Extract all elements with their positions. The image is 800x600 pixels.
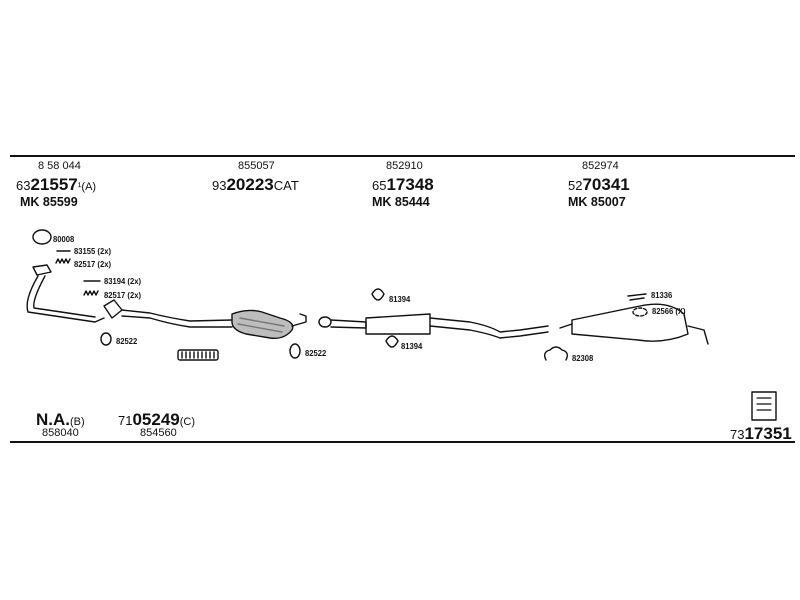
front-pipe (26, 275, 105, 323)
gasket-82522a (100, 332, 112, 346)
group-1-code: 8 58 044 (38, 160, 81, 172)
center-flange (318, 316, 332, 328)
ref2: 7105249(C) (118, 410, 195, 430)
label-83194: 83194 (2x) (104, 276, 142, 286)
label-82517b: 82517 (2x) (104, 290, 142, 300)
na-code: 858040 (42, 427, 79, 439)
spring-82517b (83, 290, 99, 296)
manufacturer-logo (751, 391, 777, 421)
bracket-81336 (627, 293, 647, 301)
group-2-ref-main: 20223 (226, 175, 274, 194)
ring-82566 (632, 307, 648, 317)
group-4-code: 852974 (582, 160, 619, 172)
label-82566: 82566 (X) (652, 306, 686, 316)
label-82522b: 82522 (305, 348, 327, 358)
label-81336: 81336 (651, 290, 673, 300)
label-81394a: 81394 (389, 294, 411, 304)
center-pipe (330, 319, 367, 329)
center-muffler (365, 313, 431, 335)
group-1-mk: MK 85599 (20, 195, 78, 209)
gasket-ring-80008 (32, 229, 52, 245)
group-4-ref: 5270341 (568, 175, 630, 195)
group-4-ref-main: 70341 (582, 175, 630, 194)
group-3-ref: 6517348 (372, 175, 434, 195)
rear-inlet-pipe (559, 323, 573, 329)
group-2-ref-suffix: CAT (273, 178, 299, 193)
total-main: 17351 (744, 424, 792, 443)
intermediate-pipe-1 (121, 309, 233, 322)
gasket-82522b (289, 343, 301, 359)
label-82517a: 82517 (2x) (74, 259, 112, 269)
group-1-ref: 6321557¹(A) (16, 175, 96, 195)
group-4-mk: MK 85007 (568, 195, 626, 209)
na-suffix: (B) (70, 416, 85, 428)
front-flange (32, 264, 52, 276)
group-1-ref-main: 21557 (30, 175, 78, 194)
hanger-81394a (371, 288, 385, 301)
group-3-mk: MK 85444 (372, 195, 430, 209)
rear-muffler (571, 303, 689, 342)
label-82522a: 82522 (116, 336, 138, 346)
group-2-ref-prefix: 93 (212, 178, 227, 193)
label-82308: 82308 (572, 353, 594, 363)
heat-shield (177, 349, 219, 361)
spring-82517a (55, 258, 71, 264)
group-3-ref-main: 17348 (386, 175, 434, 194)
group-3-ref-prefix: 65 (372, 178, 387, 193)
total-prefix: 73 (730, 427, 745, 442)
bottom-rule (10, 441, 795, 443)
total-ref: 7317351 (730, 424, 792, 444)
label-81394b: 81394 (401, 341, 423, 351)
ref2-suffix: (C) (179, 416, 196, 428)
group-2-code: 855057 (238, 160, 275, 172)
clamp-82308 (543, 346, 569, 361)
group-4-ref-prefix: 52 (568, 178, 583, 193)
group-3-code: 852910 (386, 160, 423, 172)
hanger-81394b (385, 335, 399, 348)
label-80008: 80008 (53, 234, 75, 244)
group-1-ref-prefix: 63 (16, 178, 31, 193)
label-83155: 83155 (2x) (74, 246, 112, 256)
ref2-prefix: 71 (118, 413, 133, 428)
group-1-ref-suffix: ¹(A) (77, 181, 97, 193)
na-ref: N.A.(B) (36, 410, 85, 430)
na-main: N.A. (36, 410, 70, 429)
group-2-ref: 9320223CAT (212, 175, 299, 195)
top-rule (10, 155, 795, 157)
ref2-main: 05249 (132, 410, 180, 429)
ref2-code: 854560 (140, 427, 177, 439)
